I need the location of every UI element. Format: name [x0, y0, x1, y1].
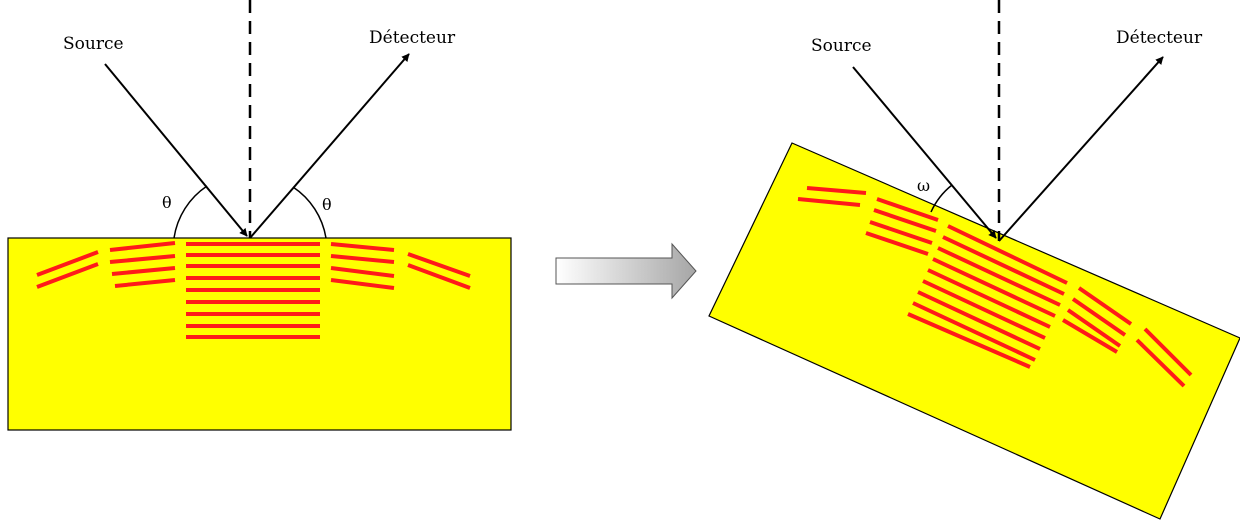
left-grain-inner-left	[109, 241, 176, 288]
right-detector-label: Détecteur	[1116, 28, 1203, 48]
left-diffracted-beam	[249, 53, 410, 239]
right-omega-arc	[930, 184, 953, 213]
right-grain-right	[1061, 286, 1133, 354]
right-grain-far-right	[1135, 327, 1193, 388]
transition-arrow	[555, 242, 697, 300]
right-incident-beam	[852, 66, 997, 239]
left-detector-label: Détecteur	[369, 28, 456, 48]
left-theta-symbol-right: θ	[322, 195, 332, 214]
right-grain-left	[865, 197, 939, 256]
left-grain-outer-right	[407, 252, 471, 290]
left-source-label: Source	[63, 34, 124, 54]
right-diffracted-beam	[998, 56, 1164, 242]
left-theta-arc-right	[292, 186, 327, 239]
left-grain-inner-right	[330, 242, 395, 290]
left-grain-outer-left	[36, 250, 99, 289]
right-omega-symbol: ω	[917, 176, 930, 195]
right-grain-far-left	[797, 186, 867, 207]
left-theta-arc-left	[173, 185, 208, 239]
left-theta-symbol-left: θ	[162, 193, 172, 212]
right-source-label: Source	[811, 36, 872, 56]
right-panel: ω Source Détecteur	[708, 0, 1240, 520]
left-panel: θ θ Source Détecteur	[7, 0, 512, 431]
left-incident-beam	[104, 63, 248, 237]
left-grain-center	[186, 242, 320, 339]
right-grain-main	[907, 224, 1068, 369]
